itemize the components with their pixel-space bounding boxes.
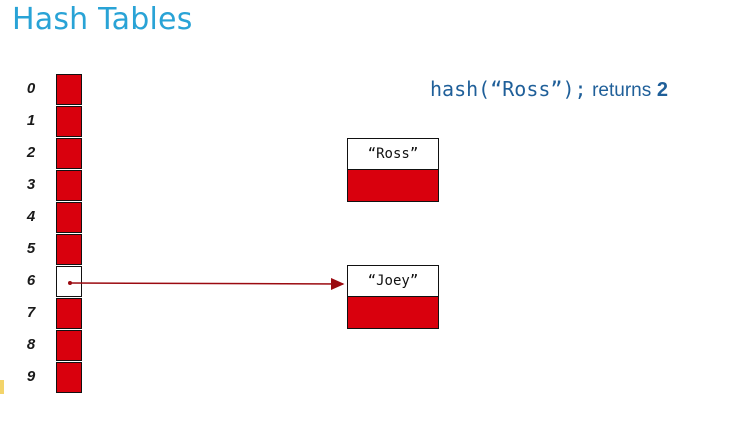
bucket-slot-1 (56, 106, 82, 137)
index-label: 4 (26, 208, 36, 225)
returns-label: returns (592, 80, 652, 101)
bucket-slot-2 (56, 138, 82, 169)
bucket-slot-3 (56, 170, 82, 201)
index-label: 8 (26, 336, 36, 353)
bucket-slot-0 (56, 74, 82, 105)
node-key: “Ross” (348, 139, 438, 170)
bucket-slot-4 (56, 202, 82, 233)
index-label: 9 (26, 368, 36, 385)
index-label: 7 (26, 304, 36, 321)
page-title: Hash Tables (12, 2, 193, 37)
node-key: “Joey” (348, 266, 438, 297)
bucket-slot-9 (56, 362, 82, 393)
bucket-slot-8 (56, 330, 82, 361)
index-label: 1 (26, 112, 36, 129)
node-pointer-field (348, 297, 438, 328)
bucket-slot-5 (56, 234, 82, 265)
bucket-slot-7 (56, 298, 82, 329)
returned-index: 2 (656, 79, 668, 101)
index-label: 5 (26, 240, 36, 257)
index-label: 0 (26, 80, 36, 97)
index-label: 6 (26, 272, 36, 289)
node-joey: “Joey” (347, 265, 439, 329)
edge-mark (0, 380, 4, 394)
hash-caption: hash(“Ross”); returns 2 (430, 77, 668, 102)
node-pointer-field (348, 170, 438, 201)
hash-call: hash(“Ross”); (430, 77, 587, 101)
pointer-line (69, 277, 345, 290)
node-ross: “Ross” (347, 138, 439, 202)
index-label: 3 (26, 176, 36, 193)
index-label: 2 (26, 144, 36, 161)
